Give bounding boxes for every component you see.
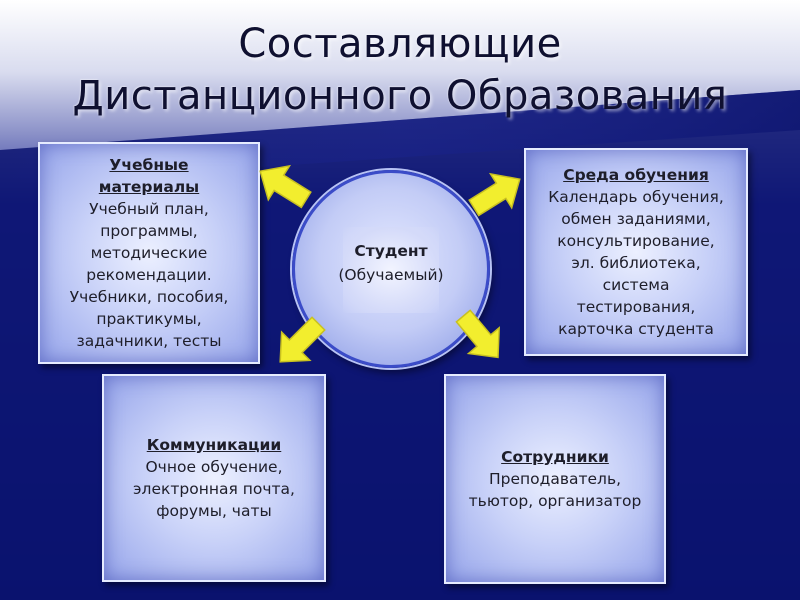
title-line-1: Составляющие <box>238 21 562 67</box>
staff-heading: Сотрудники <box>501 448 609 466</box>
center-circle-student: Студент (Обучаемый) <box>292 170 490 368</box>
center-subtitle: (Обучаемый) <box>338 266 444 284</box>
communications-heading: Коммуникации <box>146 436 282 454</box>
materials-line: программы, <box>100 222 198 240</box>
circle-highlight <box>343 227 439 313</box>
materials-line: методические <box>90 244 208 262</box>
materials-heading-1: Учебные <box>109 156 189 174</box>
environment-line: обмен заданиями, <box>561 210 711 228</box>
box-staff: Сотрудники Преподаватель, тьютор, органи… <box>444 374 666 584</box>
environment-heading: Среда обучения <box>563 166 709 184</box>
communications-line: электронная почта, <box>133 480 295 498</box>
materials-line: практикумы, <box>96 310 202 328</box>
title-line-2: Дистанционного Образования <box>72 73 728 119</box>
environment-line: эл. библиотека, <box>571 254 701 272</box>
staff-line: Преподаватель, <box>488 470 622 488</box>
environment-line: консультирование, <box>557 232 715 250</box>
materials-heading-2: материалы <box>98 178 200 196</box>
environment-line: система <box>602 276 670 294</box>
communications-line: Очное обучение, <box>145 458 283 476</box>
staff-line: тьютор, организатор <box>468 492 642 510</box>
center-heading: Студент <box>354 242 428 260</box>
environment-line: тестирования, <box>576 298 696 316</box>
materials-line: Учебный план, <box>89 200 209 218</box>
page-title: Составляющие Дистанционного Образования <box>0 18 800 122</box>
communications-line: форумы, чаты <box>156 502 272 520</box>
environment-line: Календарь обучения, <box>548 188 724 206</box>
box-educational-materials: Учебные материалы Учебный план, программ… <box>38 142 260 364</box>
box-communications: Коммуникации Очное обучение, электронная… <box>102 374 326 582</box>
materials-line: задачники, тесты <box>76 332 222 350</box>
environment-line: карточка студента <box>558 320 714 338</box>
box-learning-environment: Среда обучения Календарь обучения, обмен… <box>524 148 748 356</box>
center-label: Студент (Обучаемый) <box>295 239 487 287</box>
materials-line: Учебники, пособия, <box>69 288 229 306</box>
materials-line: рекомендации. <box>86 266 212 284</box>
